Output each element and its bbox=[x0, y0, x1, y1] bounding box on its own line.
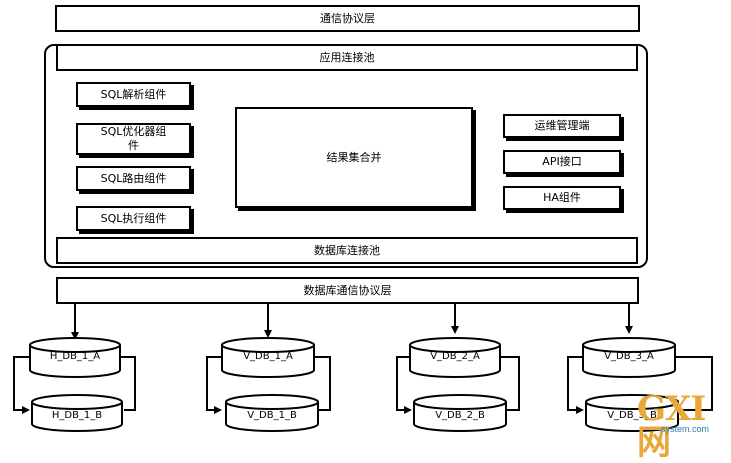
sql-optimizer-box: SQL优化器组件 bbox=[76, 123, 191, 155]
sql-router-label: SQL路由组件 bbox=[100, 171, 167, 185]
db-cylinder-v-db-3-b bbox=[585, 394, 679, 432]
result-merge-box: 结果集合并 bbox=[235, 107, 473, 208]
db-cylinder-v-db-3-a bbox=[582, 337, 676, 378]
db-group-3 bbox=[396, 304, 520, 432]
replication-link-right-2 bbox=[314, 356, 331, 411]
sql-parse-box: SQL解析组件 bbox=[76, 82, 191, 107]
sql-exec-box: SQL执行组件 bbox=[76, 206, 191, 231]
result-merge-label: 结果集合并 bbox=[326, 150, 382, 164]
db-group-1 bbox=[13, 304, 136, 432]
db-comm-layer-label: 数据库通信协议层 bbox=[303, 283, 392, 297]
db-label: V_DB_3_B bbox=[607, 410, 657, 421]
replication-link-left-2 bbox=[206, 356, 222, 414]
ops-console-label: 运维管理端 bbox=[534, 119, 590, 132]
api-box: API接口 bbox=[503, 150, 621, 174]
db-label: V_DB_1_A bbox=[243, 351, 293, 362]
ha-label: HA组件 bbox=[543, 191, 581, 204]
api-label: API接口 bbox=[542, 155, 582, 168]
watermark-domain: system.com bbox=[661, 424, 710, 434]
sql-router-box: SQL路由组件 bbox=[76, 166, 191, 191]
replication-link-left-1 bbox=[13, 356, 30, 414]
app-pool-box: 应用连接池 bbox=[56, 44, 638, 71]
ops-console-box: 运维管理端 bbox=[503, 114, 621, 138]
db-group-2 bbox=[206, 304, 331, 432]
db-cluster-diagram: H_DB_1_A H_DB_1_B V_DB_1_A V_DB_1_B V_DB… bbox=[13, 304, 713, 432]
replication-link-right-1 bbox=[120, 356, 136, 411]
db-cylinder-v-db-2-b bbox=[413, 394, 507, 432]
sql-exec-label: SQL执行组件 bbox=[100, 211, 167, 225]
comm-layer-box: 通信协议层 bbox=[55, 5, 640, 32]
replication-link-right-4 bbox=[676, 356, 713, 411]
sql-optimizer-label: SQL优化器组件 bbox=[100, 125, 167, 152]
db-label: V_DB_3_A bbox=[604, 351, 654, 362]
comm-layer-label: 通信协议层 bbox=[320, 11, 375, 25]
db-cylinder-h-db-1-a bbox=[29, 337, 121, 378]
db-comm-layer-box: 数据库通信协议层 bbox=[56, 277, 639, 304]
db-cylinder-v-db-2-a bbox=[409, 337, 501, 378]
db-pool-label: 数据库连接池 bbox=[314, 243, 380, 257]
db-pool-box: 数据库连接池 bbox=[56, 237, 638, 264]
ha-box: HA组件 bbox=[503, 186, 621, 210]
db-group-4 bbox=[567, 304, 713, 432]
replication-link-left-3 bbox=[396, 356, 412, 414]
db-label: H_DB_1_A bbox=[50, 351, 100, 362]
app-pool-label: 应用连接池 bbox=[319, 50, 375, 64]
db-cylinder-v-db-1-b bbox=[225, 394, 319, 432]
sql-parse-label: SQL解析组件 bbox=[100, 87, 167, 101]
db-label: V_DB_2_B bbox=[435, 410, 485, 421]
db-cylinder-v-db-1-a bbox=[221, 337, 315, 378]
db-label: H_DB_1_B bbox=[52, 410, 102, 421]
db-cylinder-h-db-1-b bbox=[31, 394, 123, 432]
db-label: V_DB_2_A bbox=[430, 351, 480, 362]
site-watermark: GXI网 system.com bbox=[637, 392, 731, 460]
replication-link-left-4 bbox=[567, 356, 584, 414]
db-label: V_DB_1_B bbox=[247, 410, 297, 421]
replication-link-right-3 bbox=[500, 356, 520, 411]
